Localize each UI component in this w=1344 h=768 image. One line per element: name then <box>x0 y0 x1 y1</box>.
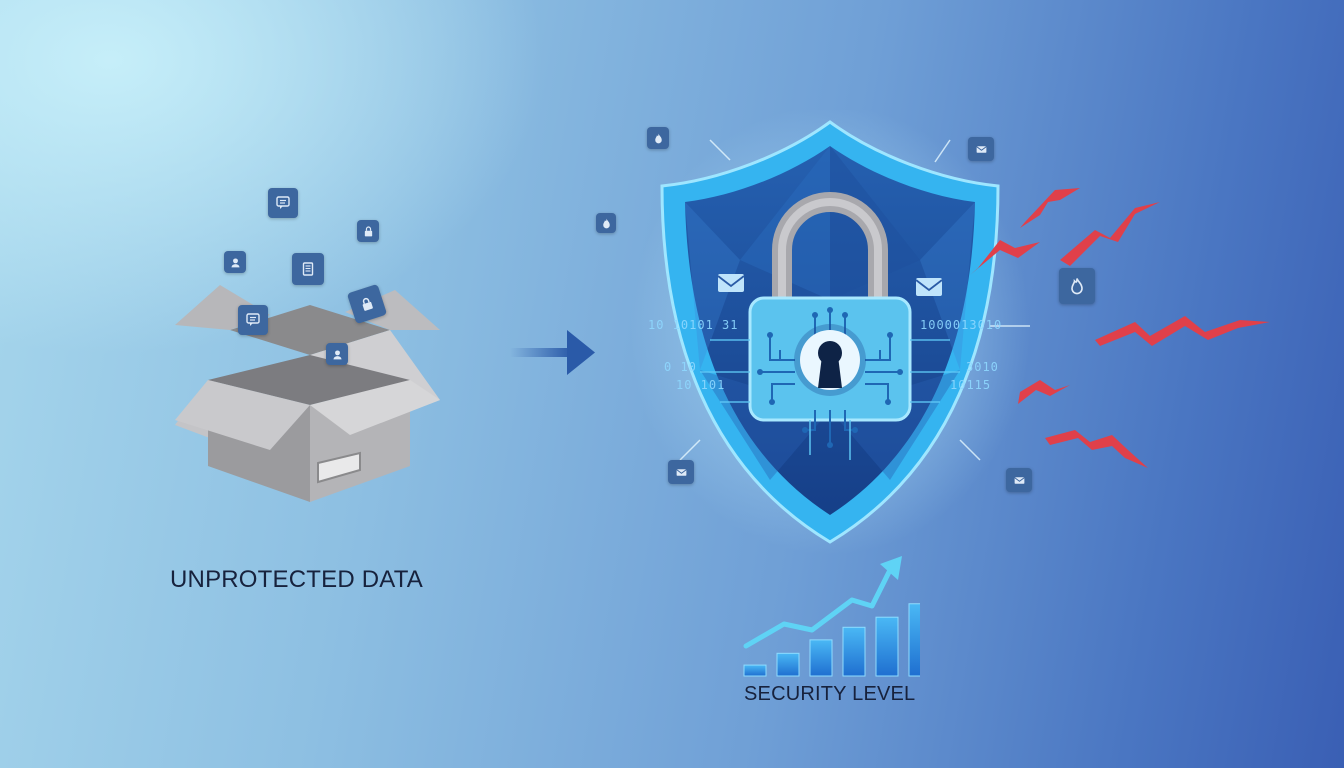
security-bar <box>743 664 767 677</box>
mail-icon <box>915 278 943 296</box>
binary-text: 10 10101 31 <box>648 318 739 332</box>
unprotected-data-label: UNPROTECTED DATA <box>170 566 423 593</box>
security-bar <box>809 639 833 677</box>
mail-icon <box>1006 468 1032 492</box>
binary-text: 0 10 <box>664 360 697 374</box>
security-bar <box>776 652 800 677</box>
box-icon <box>175 285 440 502</box>
binary-text: 10115 <box>950 378 992 392</box>
keyhole-icon <box>794 324 866 396</box>
chat-icon <box>238 305 268 335</box>
lock-icon <box>357 220 379 242</box>
binary-text: 1000013010 <box>920 318 1003 332</box>
circuit-padlock-icon <box>700 192 960 460</box>
security-level-bars <box>743 556 920 677</box>
right-arrow-icon <box>510 330 595 375</box>
user-icon <box>326 343 348 365</box>
mail-icon <box>668 460 694 484</box>
red-lightning-threat-icon <box>970 188 1270 468</box>
mail-icon <box>968 137 994 161</box>
lock-icon <box>346 283 388 325</box>
user-icon <box>224 251 246 273</box>
binary-text: 3010 <box>966 360 999 374</box>
fire-icon <box>647 127 669 149</box>
document-icon <box>292 253 324 285</box>
security-bar <box>842 626 866 677</box>
mail-icon <box>717 274 745 292</box>
security-bar <box>908 603 920 677</box>
fire-icon <box>1059 268 1095 304</box>
security-bar <box>875 616 899 677</box>
threat-lightning-group <box>970 188 1270 468</box>
security-level-label: SECURITY LEVEL <box>744 683 916 705</box>
binary-text: 10 101 <box>676 378 726 392</box>
chat-icon <box>268 188 298 218</box>
shield-illustration <box>630 110 1030 555</box>
upward-trend-arrow-icon <box>743 556 902 649</box>
open-box-illustration <box>175 285 440 502</box>
fire-icon <box>596 213 616 233</box>
